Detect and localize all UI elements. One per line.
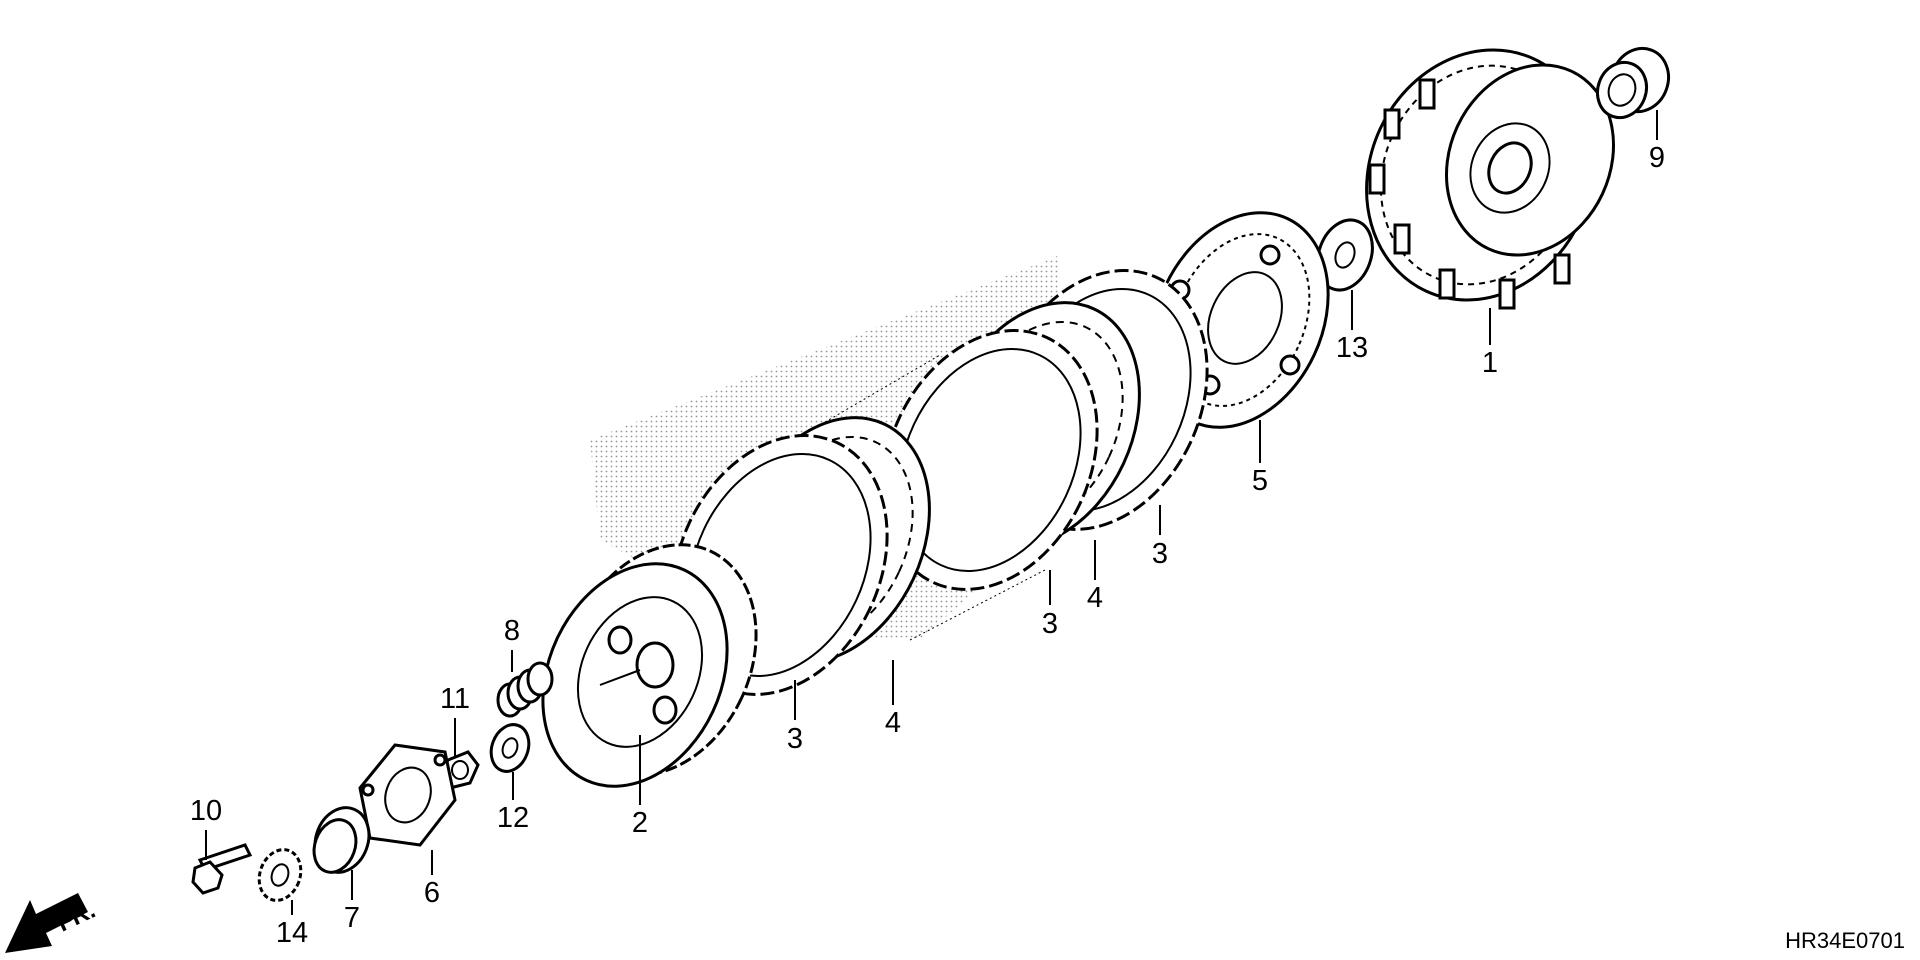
part-8-spring	[496, 661, 554, 718]
guide-line	[909, 569, 1046, 641]
callout-8: 8	[504, 615, 520, 647]
part-14-bearing	[257, 848, 303, 902]
part-2-clutch-center	[541, 543, 758, 788]
part-10-bolt	[191, 843, 253, 895]
callout-9: 9	[1649, 142, 1665, 174]
callout-2: 2	[632, 807, 648, 839]
callout-labels: 1 2 3 3 3 4 4 5 6 7 8 9 10 11 12 13 14	[190, 142, 1665, 949]
callout-14: 14	[276, 917, 308, 949]
callout-6: 6	[424, 877, 440, 909]
part-12-washer	[489, 723, 531, 773]
callout-5: 5	[1252, 465, 1268, 497]
callout-10: 10	[190, 795, 222, 827]
callout-4: 4	[885, 707, 901, 739]
front-arrow: FR.	[5, 893, 100, 953]
part-13-washer	[1316, 218, 1374, 292]
diagram-code: HR34E0701	[1785, 928, 1905, 953]
callout-12: 12	[497, 802, 529, 834]
part-9-collar	[1595, 46, 1670, 120]
callout-13: 13	[1336, 332, 1368, 364]
callout-4: 4	[1087, 582, 1103, 614]
part-3-friction-disc-middle	[881, 329, 1099, 591]
part-clutch-outer	[1365, 48, 1616, 310]
callout-3: 3	[1042, 608, 1058, 640]
part-7-collar	[312, 806, 371, 874]
part-6-lifter-plate	[358, 743, 457, 847]
callout-1: 1	[1482, 347, 1498, 379]
leader-lines	[205, 110, 1658, 915]
callout-3: 3	[1152, 538, 1168, 570]
front-arrow-icon	[5, 893, 88, 953]
callout-3: 3	[787, 723, 803, 755]
callout-11: 11	[440, 683, 470, 715]
callout-7: 7	[344, 902, 360, 934]
